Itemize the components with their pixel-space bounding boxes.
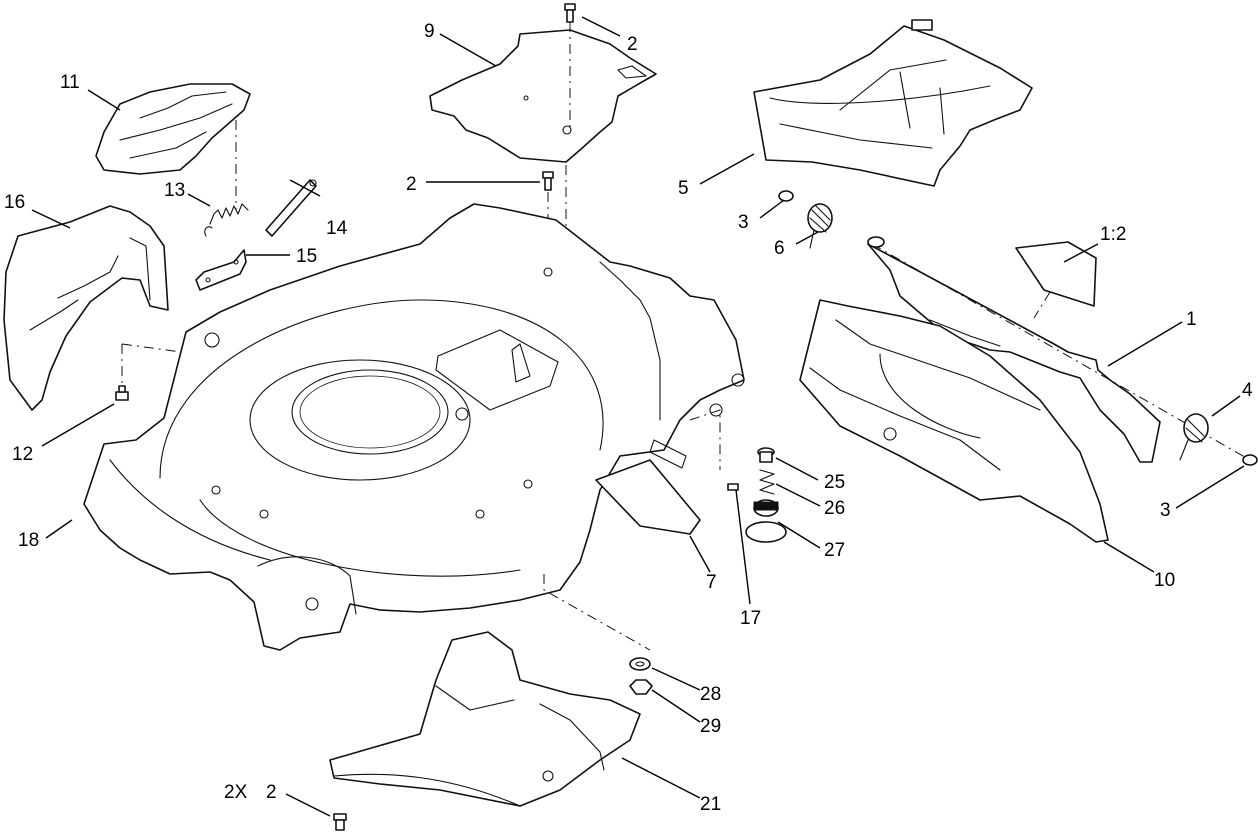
screw-12 bbox=[115, 343, 197, 401]
label-2x: 2X bbox=[224, 782, 248, 803]
label-10: 10 bbox=[1154, 570, 1175, 591]
part-3-washer-lower bbox=[1242, 454, 1258, 466]
label-18: 18 bbox=[18, 530, 39, 551]
part-13-spring bbox=[204, 203, 249, 237]
label-7: 7 bbox=[706, 572, 717, 593]
label-11: 11 bbox=[60, 72, 80, 93]
part-3-washer-upper bbox=[778, 190, 794, 202]
part-10-chute bbox=[799, 299, 1109, 543]
part-25-bushing bbox=[757, 447, 775, 463]
label-27: 27 bbox=[824, 540, 845, 561]
label-3-upper: 3 bbox=[738, 212, 749, 233]
part-11-bracket-cover bbox=[95, 83, 251, 210]
part-18-deck bbox=[83, 203, 745, 651]
label-29: 29 bbox=[700, 716, 721, 737]
part-26-spring bbox=[759, 469, 775, 495]
part-28-washer bbox=[629, 657, 651, 671]
label-17: 17 bbox=[740, 608, 761, 629]
screw-2-bottom bbox=[333, 813, 347, 831]
label-25: 25 bbox=[824, 472, 845, 493]
label-16: 16 bbox=[4, 192, 25, 213]
label-14: 14 bbox=[326, 218, 348, 239]
part-29-nut bbox=[629, 679, 653, 695]
label-1: 1 bbox=[1186, 309, 1197, 330]
label-13: 13 bbox=[164, 180, 185, 201]
label-3-lower: 3 bbox=[1160, 500, 1171, 521]
part-14-rod bbox=[265, 179, 317, 237]
label-1-2: 1:2 bbox=[1100, 224, 1126, 245]
leader-lines bbox=[31, 16, 1245, 817]
part-5-rear-guard bbox=[753, 19, 1033, 187]
label-2-middle: 2 bbox=[406, 174, 417, 195]
label-28: 28 bbox=[700, 684, 721, 705]
label-5: 5 bbox=[678, 178, 689, 199]
part-4-spring bbox=[1179, 413, 1209, 461]
label-9: 9 bbox=[424, 21, 435, 42]
part-27-knob bbox=[745, 499, 787, 543]
label-2-bottom: 2 bbox=[266, 782, 277, 803]
label-15: 15 bbox=[296, 246, 317, 267]
callout-labels: 2 9 11 13 14 15 16 2 12 18 5 3 6 1:2 1 4… bbox=[4, 21, 1253, 815]
screw-17 bbox=[727, 483, 739, 491]
screw-2-top bbox=[564, 3, 576, 23]
label-6: 6 bbox=[774, 238, 785, 259]
part-16-side-cover bbox=[3, 205, 169, 411]
label-21: 21 bbox=[700, 794, 721, 815]
label-2-top: 2 bbox=[627, 34, 638, 55]
decal-1-2 bbox=[1015, 241, 1097, 307]
part-6-spring bbox=[807, 203, 833, 249]
label-4: 4 bbox=[1242, 380, 1253, 401]
label-12: 12 bbox=[12, 444, 33, 465]
part-7-flap bbox=[595, 439, 701, 535]
part-9-plate bbox=[429, 22, 657, 163]
part-21-mulch-plug bbox=[329, 631, 641, 807]
part-15-bracket bbox=[195, 249, 247, 291]
label-26: 26 bbox=[824, 498, 845, 519]
